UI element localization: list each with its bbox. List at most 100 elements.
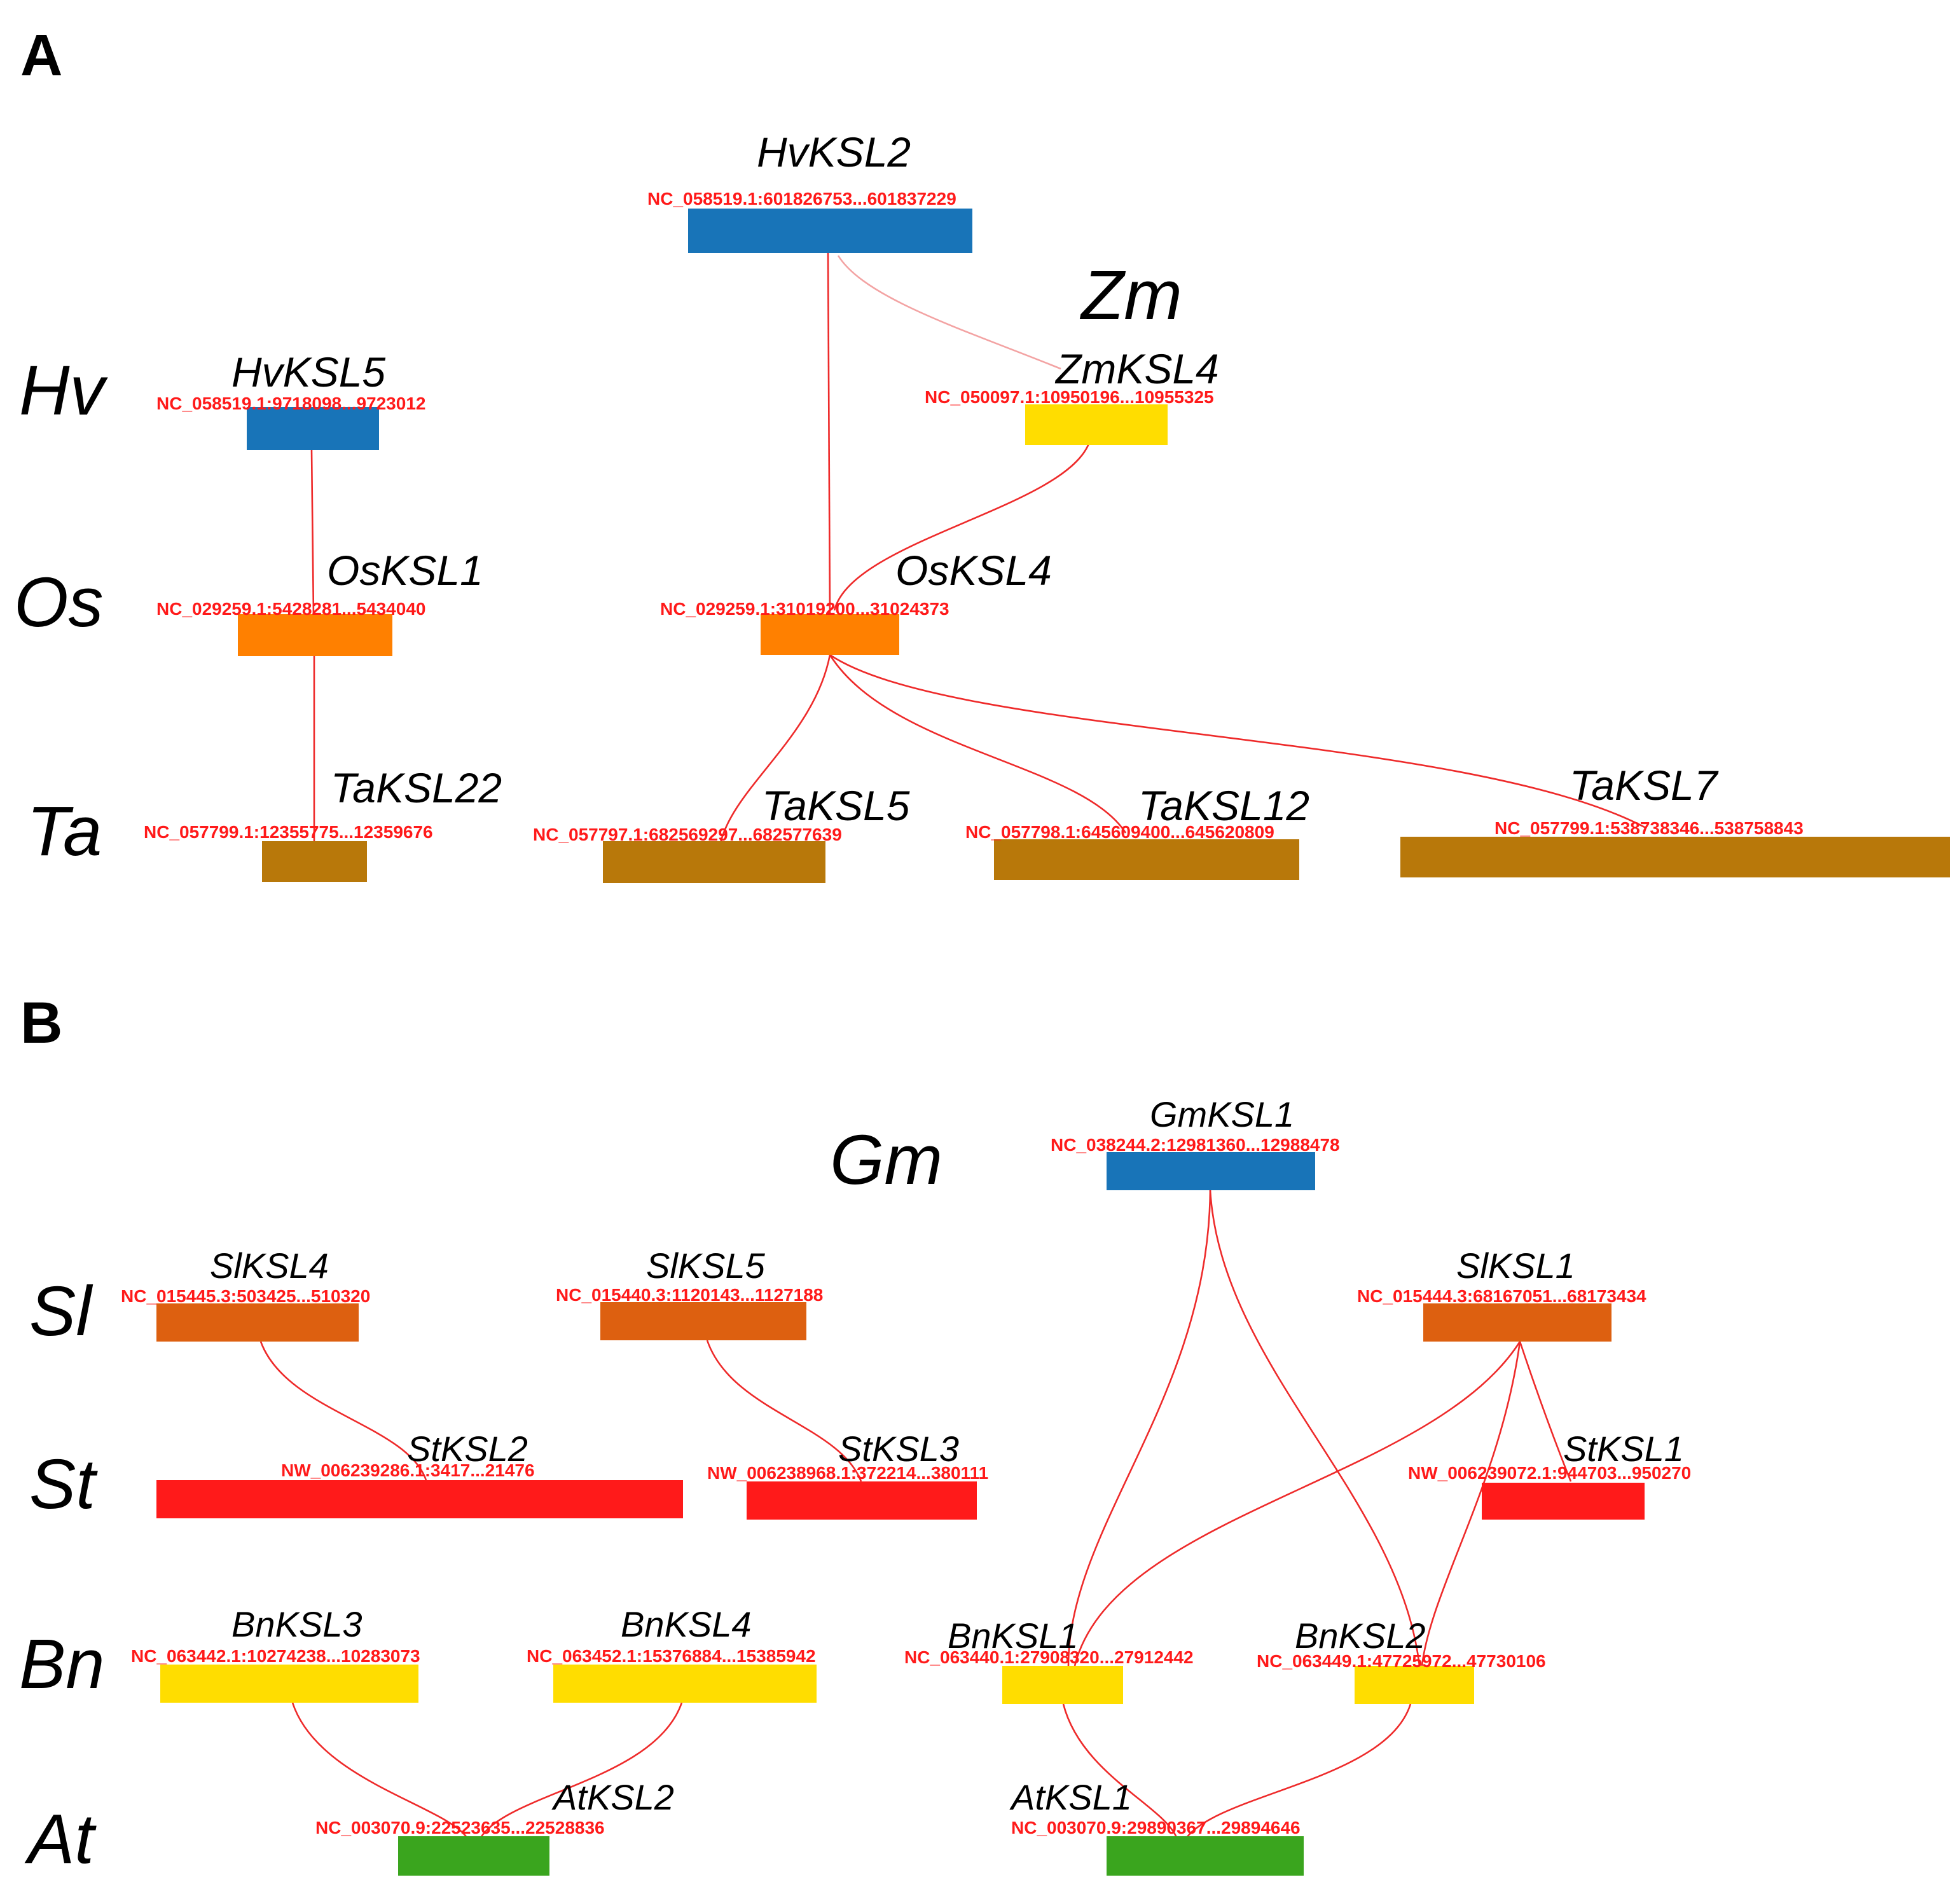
gene-name-hvksl5: HvKSL5 [231,348,385,395]
gene-coords-taksl5: NC_057797.1:682569297...682577639 [533,825,842,844]
link-slksl5-stksl3 [706,1340,862,1482]
gene-coords-slksl1: NC_015444.3:68167051...68173434 [1357,1286,1646,1306]
gene-name-slksl4: SlKSL4 [210,1246,329,1286]
gene-name-stksl3: StKSL3 [838,1429,959,1469]
species-label-hv: Hv [19,352,108,430]
gene-block-bnksl1 [1002,1666,1123,1704]
link-slksl1-bnksl2 [1421,1341,1521,1666]
panel-b: B Gm Sl St Bn At [19,991,1691,1878]
gene-name-osksl1: OsKSL1 [327,547,483,594]
species-label-gm: Gm [830,1121,942,1199]
gene-block-bnksl2 [1355,1666,1474,1704]
gene-block-osksl1 [238,614,392,656]
gene-coords-osksl1: NC_029259.1:5428281...5434040 [156,599,425,619]
gene-name-gmksl1: GmKSL1 [1150,1094,1294,1134]
gene-coords-atksl1: NC_003070.9:29890367...29894646 [1011,1818,1301,1837]
species-label-st: St [29,1445,98,1523]
gene-name-taksl22: TaKSL22 [331,764,502,811]
links-a [310,252,1646,846]
gene-coords-hvksl5: NC_058519.1:9718098...9723012 [156,394,425,413]
link-hvksl5-osksl1 [310,450,315,616]
gene-block-slksl1 [1423,1303,1611,1342]
species-label-bn: Bn [19,1625,105,1703]
gene-coords-stksl3: NW_006238968.1:372214...380111 [707,1463,988,1483]
link-osksl4-taksl5 [719,654,831,846]
gene-name-taksl7: TaKSL7 [1570,762,1719,809]
gene-coords-bnksl2: NC_063449.1:47725972...47730106 [1257,1651,1546,1671]
gene-coords-taksl7: NC_057799.1:538738346...538758843 [1494,818,1804,838]
gene-coords-gmksl1: NC_038244.2:12981360...12988478 [1051,1135,1340,1155]
species-label-at: At [24,1800,97,1878]
gene-name-hvksl2: HvKSL2 [757,128,911,175]
gene-block-atksl1 [1107,1836,1304,1876]
gene-coords-stksl1: NW_006239072.1:944703...950270 [1408,1463,1691,1483]
gene-block-taksl22 [262,841,367,882]
gene-coords-slksl4: NC_015445.3:503425...510320 [121,1286,370,1306]
gene-coords-zmksl4: NC_050097.1:10950196...10955325 [925,387,1214,407]
link-bnksl2-atksl1 [1185,1703,1412,1838]
gene-coords-bnksl1: NC_063440.1:27908320...27912442 [904,1647,1194,1667]
gene-name-taksl5: TaKSL5 [762,782,910,829]
panel-label-b: B [20,991,62,1055]
link-osksl4-taksl7 [829,654,1646,829]
gene-block-hvksl2 [688,209,972,253]
gene-coords-taksl12: NC_057798.1:645609400...645620809 [965,822,1274,842]
gene-block-slksl5 [600,1302,806,1340]
gene-block-gmksl1 [1107,1152,1315,1190]
link-bnksl4-atksl2 [480,1702,683,1838]
link-bnksl3-atksl2 [291,1702,468,1838]
link-bnksl1-atksl1 [1062,1703,1178,1838]
panel-label-a: A [20,23,62,88]
link-slksl4-stksl2 [259,1341,427,1481]
gene-name-atksl1: AtKSL1 [1009,1777,1132,1817]
gene-block-taksl7 [1400,837,1950,877]
gene-coords-bnksl3: NC_063442.1:10274238...10283073 [131,1646,420,1666]
gene-coords-stksl2: NW_006239286.1:3417...21476 [281,1460,535,1480]
gene-block-stksl1 [1482,1483,1645,1520]
gene-block-atksl2 [398,1836,549,1876]
link-gmksl1-bnksl2 [1209,1190,1421,1666]
gene-name-bnksl4: BnKSL4 [621,1604,752,1644]
gene-coords-taksl22: NC_057799.1:12355775...12359676 [144,822,433,842]
gene-name-slksl5: SlKSL5 [646,1246,766,1286]
gene-coords-bnksl4: NC_063452.1:15376884...15385942 [527,1646,816,1666]
gene-block-taksl12 [994,839,1299,880]
gene-name-bnksl3: BnKSL3 [231,1604,362,1644]
gene-coords-osksl4: NC_029259.1:31019200...31024373 [660,599,949,619]
gene-name-stksl2: StKSL2 [407,1429,528,1469]
link-gmksl1-bnksl1 [1067,1190,1211,1666]
gene-block-taksl5 [603,841,825,883]
gene-block-bnksl3 [160,1665,418,1703]
species-label-sl: Sl [29,1272,93,1350]
links-b [259,1190,1572,1838]
gene-name-zmksl4: ZmKSL4 [1054,345,1219,392]
gene-name-atksl2: AtKSL2 [551,1777,674,1817]
gene-block-stksl3 [747,1481,977,1520]
link-slksl1-bnksl1 [1073,1341,1521,1666]
gene-coords-slksl5: NC_015440.3:1120143...1127188 [556,1285,823,1305]
gene-name-taksl12: TaKSL12 [1138,782,1309,829]
species-label-os: Os [14,563,104,642]
species-label-ta: Ta [27,792,102,870]
link-slksl1-stksl1 [1519,1341,1572,1482]
species-label-zm: Zm [1079,256,1182,334]
gene-block-bnksl4 [553,1665,817,1703]
link-hvksl2-osksl4 [827,252,831,616]
gene-block-slksl4 [156,1303,359,1342]
gene-block-hvksl5 [247,407,379,450]
gene-block-osksl4 [761,614,899,655]
gene-name-bnksl2: BnKSL2 [1295,1616,1426,1656]
link-zmksl4-osksl4 [833,443,1090,611]
gene-coords-atksl2: NC_003070.9:22523635...22528836 [315,1818,605,1837]
gene-name-osksl4: OsKSL4 [895,547,1052,594]
gene-block-stksl2 [156,1480,683,1518]
gene-name-stksl1: StKSL1 [1563,1429,1684,1469]
gene-name-slksl1: SlKSL1 [1456,1246,1575,1286]
gene-block-zmksl4 [1025,404,1168,445]
panel-a: A Hv Os Ta Zm HvKSL2 HvKSL5 ZmKSL4 [14,23,1950,883]
link-osksl4-taksl12 [829,654,1127,834]
gene-coords-hvksl2: NC_058519.1:601826753...601837229 [647,189,956,209]
gene-name-bnksl1: BnKSL1 [948,1616,1079,1656]
link-hvksl2-zmksl4 [837,255,1061,370]
